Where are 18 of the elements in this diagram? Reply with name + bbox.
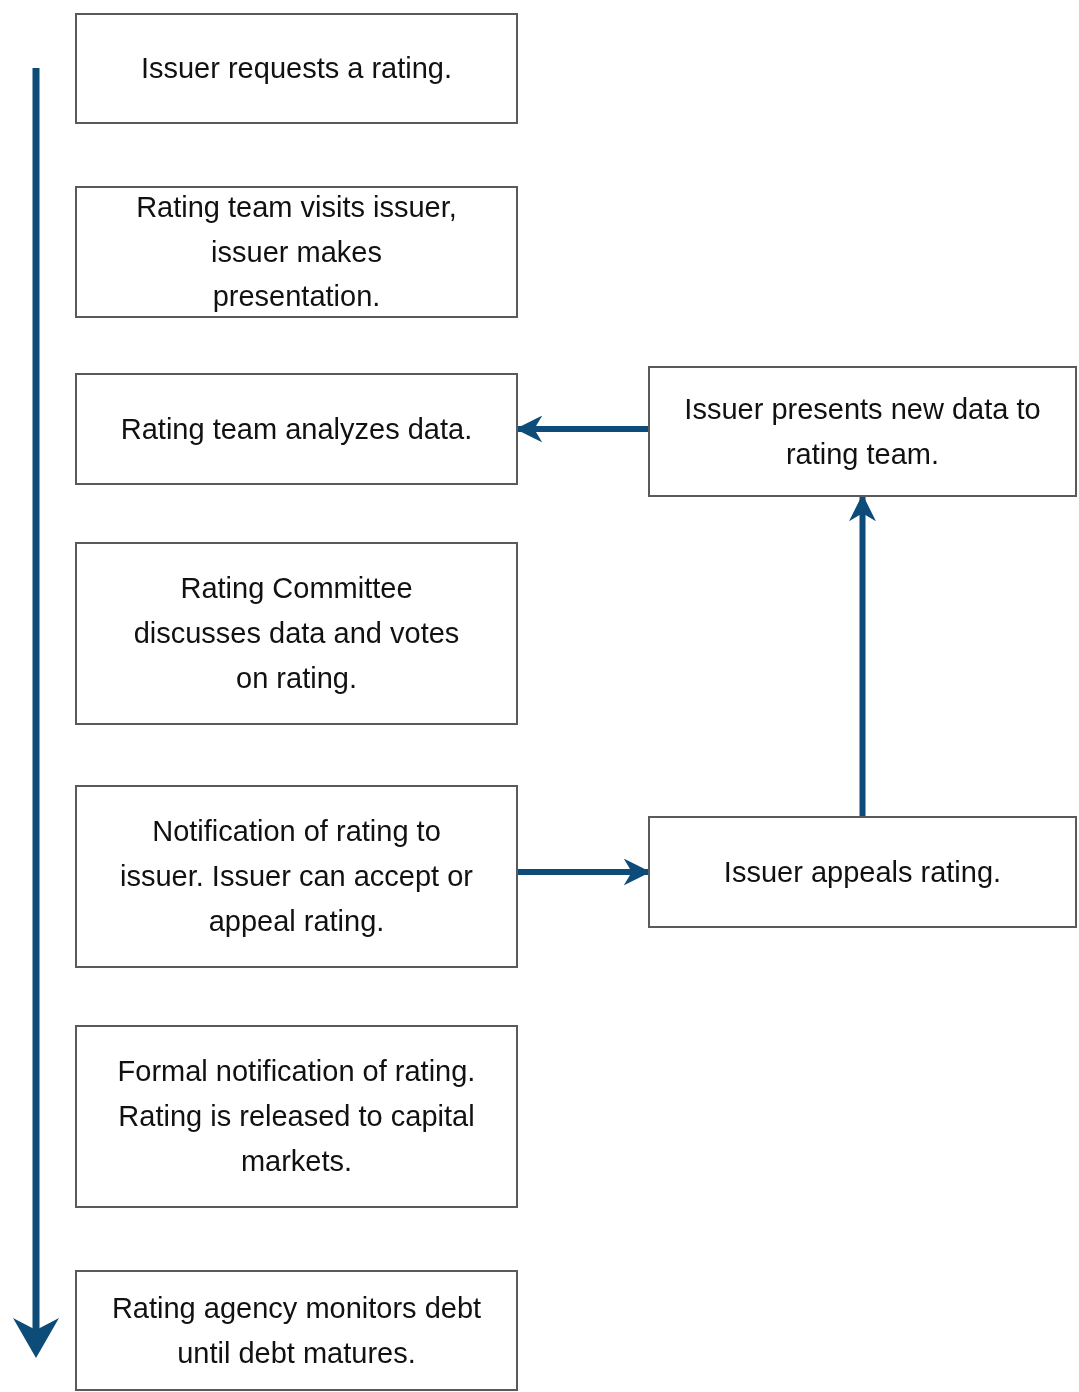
process-box — [648, 366, 1077, 497]
step-text: Rating team visits issuer, issuer makes presentation. — [135, 189, 458, 315]
process-box — [75, 1025, 518, 1208]
step-text: Notification of rating to issuer. Issuer can accept or appeal rating. — [119, 814, 474, 939]
step-text: Rating agency monitors debt until debt matures. — [110, 1290, 483, 1371]
process-box — [75, 373, 518, 485]
step-text: Issuer presents new data to rating team. — [683, 391, 1042, 472]
process-box — [75, 13, 518, 124]
process-box — [75, 1270, 518, 1391]
step-text: Rating team analyzes data. — [120, 411, 473, 447]
step-text: Issuer appeals rating. — [723, 854, 1002, 890]
process-box — [75, 186, 518, 318]
step-text: Rating Committee discusses data and votes on rating. — [132, 571, 461, 696]
step-text: Issuer requests a rating. — [140, 51, 453, 87]
step-text: Formal notification of rating. Rating is released to capital markets. — [116, 1054, 477, 1179]
process-box — [75, 542, 518, 725]
process-box — [75, 785, 518, 968]
process-box — [648, 816, 1077, 928]
